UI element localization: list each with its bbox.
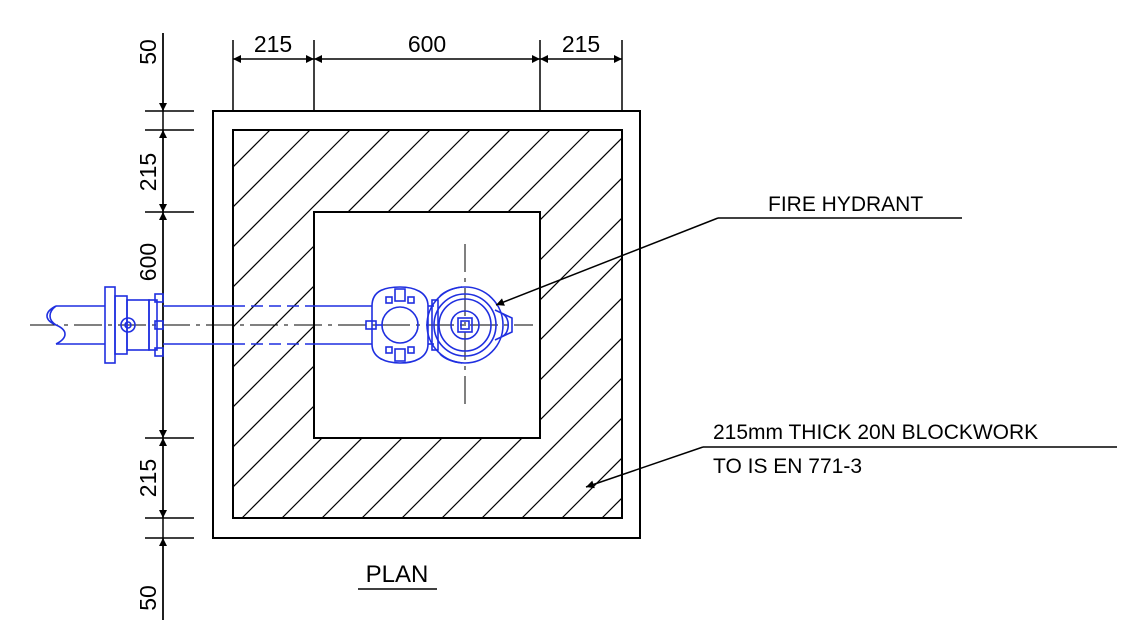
hatch-line xyxy=(321,130,622,518)
pipe-flange-assembly xyxy=(104,286,164,364)
centre-lines xyxy=(30,244,533,404)
hatch-line xyxy=(441,130,622,518)
hydrant-pipework xyxy=(46,286,513,364)
drawing-title: PLAN xyxy=(366,561,429,588)
left-dim-top-50: 50 xyxy=(135,39,161,65)
left-dim-bottom-50: 50 xyxy=(135,585,161,611)
hatch-line xyxy=(233,130,391,518)
fire-hydrant-label: FIRE HYDRANT xyxy=(768,193,923,216)
hatch-line xyxy=(233,130,351,518)
hatch-line xyxy=(233,130,551,518)
incoming-pipe xyxy=(46,305,105,345)
hatch-line xyxy=(361,130,622,518)
hatch-line xyxy=(233,130,311,518)
hatch-line xyxy=(481,130,622,518)
blockwork-label-line1: 215mm THICK 20N BLOCKWORK xyxy=(713,421,1038,444)
blockwork-leader xyxy=(585,446,1117,489)
wall-outer-face xyxy=(232,129,623,519)
hatch-line xyxy=(241,130,622,518)
top-dim-middle: 600 xyxy=(408,31,446,57)
top-dimension xyxy=(232,40,623,111)
top-dim-right: 215 xyxy=(562,31,600,57)
fire-hydrant-leader xyxy=(495,217,962,306)
hatch-line xyxy=(233,130,591,518)
left-dim-600: 600 xyxy=(135,243,161,281)
hatch-line xyxy=(233,130,431,518)
hatch-line xyxy=(281,130,622,518)
left-dim-215-lower: 215 xyxy=(135,459,161,497)
hatch-line xyxy=(233,130,471,518)
valve-body xyxy=(365,286,429,364)
pipe-through-wall xyxy=(163,305,372,345)
top-dim-left: 215 xyxy=(254,31,292,57)
hatch-line xyxy=(401,130,622,518)
blockwork-label-line2: TO IS EN 771-3 xyxy=(713,455,862,478)
left-dim-215-upper: 215 xyxy=(135,153,161,191)
left-dimension xyxy=(145,33,194,620)
hatch-line xyxy=(521,130,622,518)
fire-hydrant-head xyxy=(426,286,513,364)
